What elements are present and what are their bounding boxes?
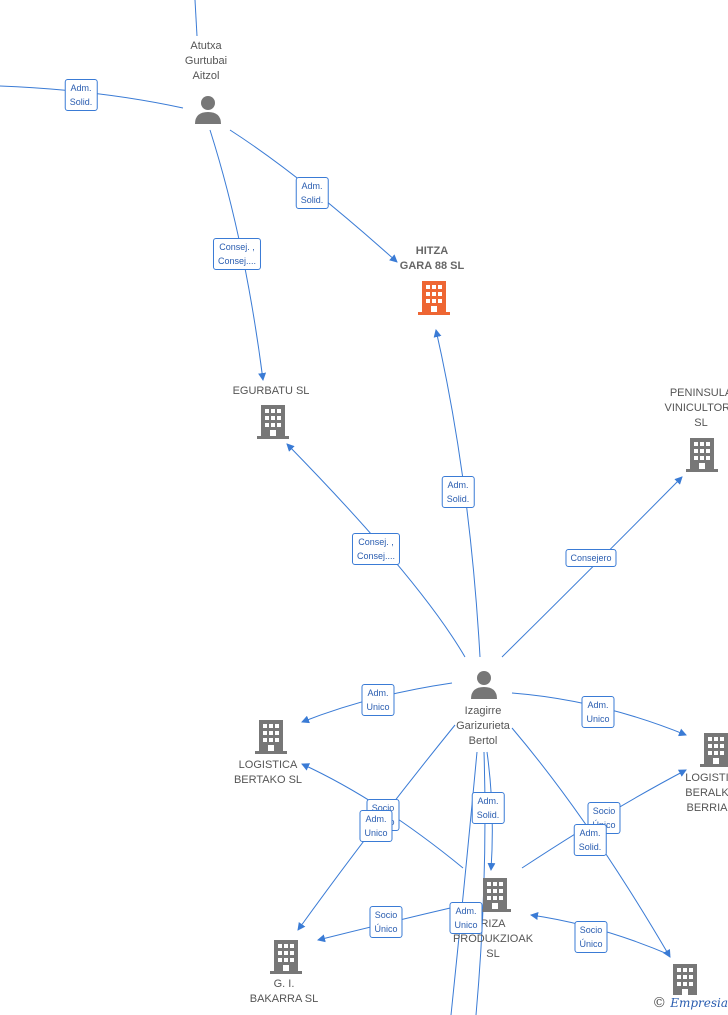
edge-label-adm-solid[interactable]: Adm. Solid. [64, 79, 98, 111]
person-icon[interactable] [195, 96, 221, 124]
edge-label-socio-unico[interactable]: Socio Único [574, 921, 608, 953]
building-icon[interactable] [255, 720, 287, 754]
brand-name: Empresia [670, 996, 728, 1010]
building-icon[interactable] [418, 281, 450, 315]
node-label-egurbatu[interactable]: EGURBATU SL [232, 385, 310, 397]
building-icon[interactable] [700, 733, 728, 767]
node-label-atutxa[interactable]: Atutxa Gurtubai Aitzol [184, 40, 228, 82]
edge-label-adm-unico[interactable]: Adm. Unico [359, 810, 393, 842]
edge-label-adm-solid[interactable]: Adm. Solid. [295, 177, 329, 209]
edge-label-consej[interactable]: Consej. , Consej.... [212, 238, 262, 270]
edge-izagirre-egurbatu [286, 443, 466, 658]
edge-izagirre-bottom-1 [450, 751, 478, 1015]
node-label-peninsula[interactable]: PENINSULA VINICULTORE SL [664, 387, 728, 429]
edge-label-consej[interactable]: Consej. , Consej.... [351, 533, 401, 565]
node-label-izagirre[interactable]: Izagirre Garizurieta Bertol [456, 705, 510, 747]
building-icon[interactable] [686, 438, 718, 472]
edge-label-socio-unico[interactable]: Socio Único [369, 906, 403, 938]
edge-label-adm-solid[interactable]: Adm. Solid. [471, 792, 505, 824]
copyright-icon: © [652, 995, 667, 1011]
edge-label-adm-unico[interactable]: Adm. Unico [449, 902, 483, 934]
edge-label-adm-solid[interactable]: Adm. Solid. [441, 476, 475, 508]
edge-label-adm-unico[interactable]: Adm. Unico [361, 684, 395, 716]
node-label-logistica-bertako[interactable]: LOGISTICA BERTAKO SL [233, 759, 303, 786]
building-icon[interactable] [257, 405, 289, 439]
building-icon[interactable] [669, 964, 701, 998]
node-label-hitza[interactable]: HITZA GARA 88 SL [399, 245, 465, 272]
person-icon[interactable] [471, 671, 497, 699]
building-icon[interactable] [479, 878, 511, 912]
brand-logo: ©Empresia [650, 995, 728, 1011]
building-icon[interactable] [270, 940, 302, 974]
node-label-logistica-beralk[interactable]: LOGISTI BERALK BERRIA [685, 772, 728, 814]
edge-label-adm-solid[interactable]: Adm. Solid. [573, 824, 607, 856]
edge-top-to-atutxa [194, 0, 198, 37]
edge-label-consejero[interactable]: Consejero [565, 549, 617, 567]
edge-label-adm-unico[interactable]: Adm. Unico [581, 696, 615, 728]
node-label-gi-bakarra[interactable]: G. I. BAKARRA SL [249, 978, 319, 1005]
edge-izagirre-peninsula [501, 476, 683, 658]
node-label-riza[interactable]: RIZA PRODUKZIOAK SL [452, 918, 534, 960]
